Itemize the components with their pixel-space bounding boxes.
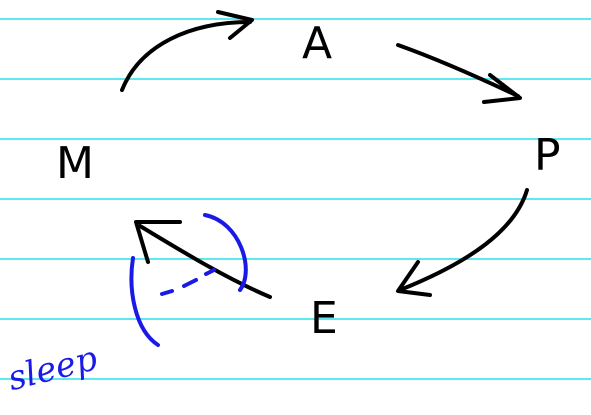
edge-p-to-e (396, 188, 529, 297)
sleep-loop-left-arc (129, 256, 160, 347)
sleep-loop-dashes (160, 268, 216, 296)
edge-m-to-a-curve (120, 20, 252, 92)
edge-a-to-p-curve (396, 43, 520, 98)
edge-m-to-a (120, 10, 254, 92)
node-a-label: A (302, 18, 332, 69)
edge-e-to-m-curve (138, 224, 272, 299)
edge-a-to-p (396, 43, 522, 104)
node-m-label: M (56, 138, 94, 189)
edge-p-to-e-curve (398, 188, 529, 292)
sleep-loop (129, 213, 248, 347)
node-p-label: P (534, 130, 561, 181)
node-e-label: E (310, 293, 338, 344)
edge-a-to-p-arrowhead (482, 73, 522, 104)
edge-m-to-a-arrowhead (216, 10, 254, 40)
edge-e-to-m-arrowhead (134, 220, 182, 264)
sleep-loop-right-arc (203, 213, 248, 292)
edge-e-to-m (134, 220, 272, 299)
sleep-annotation-label: sleep (4, 338, 101, 399)
edge-p-to-e-arrowhead (396, 260, 432, 297)
